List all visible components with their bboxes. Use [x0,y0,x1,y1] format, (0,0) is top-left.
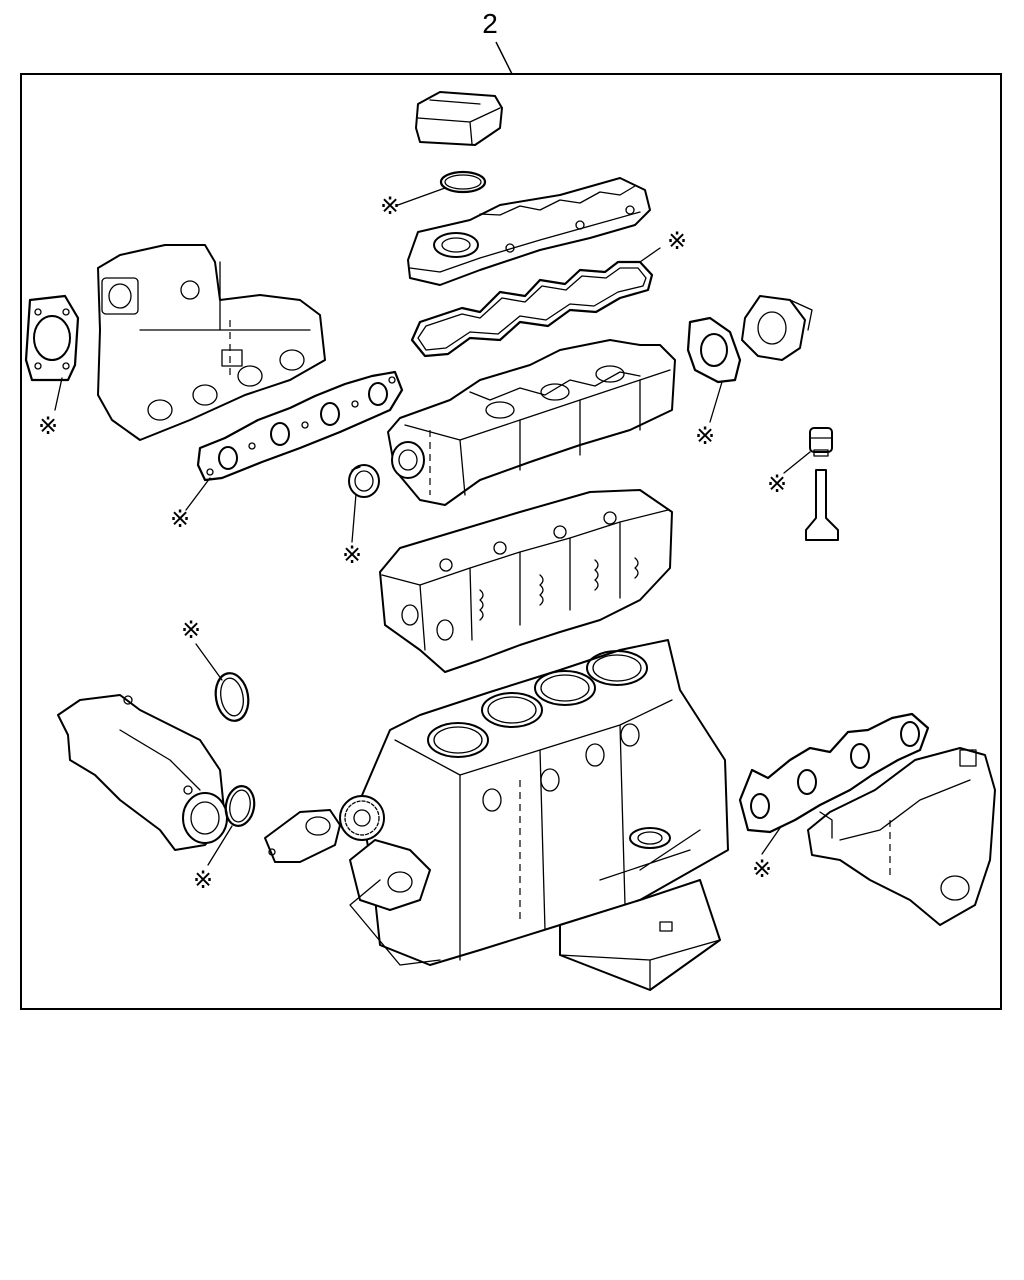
callout-mark: ※ [695,423,715,450]
oil-pump-housing [349,839,441,966]
cylinder-block [359,639,729,966]
valve-springs [479,557,639,621]
valve-stem-seal [809,427,833,457]
exhaust-manifold [807,747,996,926]
valve-cover-gasket [410,260,654,358]
item-number-label: 2 [482,8,498,39]
callout-mark: ※ [181,617,201,644]
thermostat-elbow [264,809,341,863]
callout-mark: ※ [342,542,362,569]
camshaft-carrier [387,339,676,506]
egr-gasket [686,316,742,384]
callout-mark: ※ [767,471,787,498]
callout-marks: ※ ※ ※ ※ ※ ※ ※ ※ ※ ※ [38,193,787,894]
engine-valve [805,469,839,541]
filler-cap-o-ring [439,170,487,194]
egr-flange [741,295,813,361]
intake-manifold-gasket [196,370,404,482]
callout-mark: ※ [667,228,687,255]
kit-frame [20,73,1002,1010]
intake-manifold [97,244,326,441]
timing-gear [339,795,385,841]
oil-pan [559,879,721,991]
callout-mark: ※ [193,867,213,894]
item-leader-line [495,41,513,75]
callout-mark: ※ [380,193,400,220]
callout-mark: ※ [38,413,58,440]
camshaft-seal [348,464,380,498]
callout-mark: ※ [752,856,772,883]
valve-cover [407,177,651,286]
callout-leader-lines [54,187,811,866]
water-outlet-o-ring-lower [224,785,256,827]
cylinder-head [379,489,673,673]
cylinder-bores [427,650,648,758]
callout-mark: ※ [170,506,190,533]
water-outlet-o-ring-upper [214,672,250,722]
oil-filler-cap [415,91,503,146]
exhaust-manifold-gasket [738,712,930,834]
water-outlet-housing [57,694,228,851]
throttle-body-gasket [24,294,80,382]
